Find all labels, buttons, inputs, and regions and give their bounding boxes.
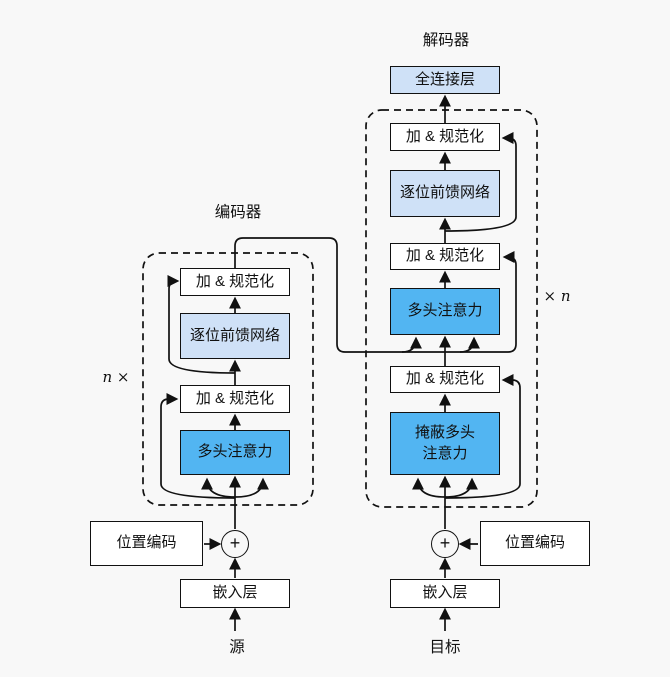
decoder-embedding-box: 嵌入层 bbox=[390, 579, 500, 608]
decoder-repeat-label: × n bbox=[543, 287, 571, 305]
masked-multihead-attention-box: 掩蔽多头 注意力 bbox=[390, 412, 500, 475]
encoder-ffn-residual-connector bbox=[167, 275, 236, 374]
encoder-multihead-attention-box: 多头注意力 bbox=[180, 430, 290, 475]
encoder-addnorm-bottom-box: 加 & 规范化 bbox=[180, 385, 290, 413]
decoder-addnorm-bottom-box: 加 & 规范化 bbox=[390, 366, 500, 393]
decoder-ffn-residual-connector bbox=[444, 132, 517, 232]
fully-connected-layer-box: 全连接层 bbox=[390, 66, 500, 94]
masked-attention-label-line2: 注意力 bbox=[422, 444, 468, 462]
encoder-repeat-label: n × bbox=[102, 368, 130, 386]
decoder-input-left-branch-arrow bbox=[412, 477, 446, 498]
masked-attention-label-line1: 掩蔽多头 bbox=[414, 423, 475, 441]
encoder-input-right-branch-arrow bbox=[234, 477, 269, 498]
encoder-embedding-box: 嵌入层 bbox=[180, 579, 290, 608]
decoder-repeat-dashed-frame bbox=[365, 109, 538, 508]
decoder-addnorm-top-box: 加 & 规范化 bbox=[390, 123, 500, 151]
decoder-positional-encoding-box: 位置编码 bbox=[480, 521, 590, 566]
target-label: 目标 bbox=[429, 639, 461, 656]
encoder-positional-encoding-box: 位置编码 bbox=[90, 521, 203, 566]
decoder-title: 解码器 bbox=[422, 32, 470, 49]
source-label: 源 bbox=[229, 639, 245, 656]
encoder-output-to-decoder-rail bbox=[234, 237, 517, 353]
encoder-attention-residual-connector bbox=[160, 393, 236, 499]
cross-attention-value-arrow bbox=[459, 336, 480, 353]
decoder-input-right-branch-arrow bbox=[444, 477, 478, 498]
decoder-cross-attention-box: 多头注意力 bbox=[390, 288, 500, 335]
cross-attention-key-arrow bbox=[401, 336, 422, 353]
decoder-plus-node: + bbox=[431, 530, 459, 558]
encoder-input-left-branch-arrow bbox=[201, 477, 236, 498]
decoder-addnorm-middle-box: 加 & 规范化 bbox=[390, 243, 500, 270]
encoder-addnorm-top-box: 加 & 规范化 bbox=[180, 268, 290, 296]
decoder-feedforward-box: 逐位前馈网络 bbox=[390, 170, 500, 217]
encoder-title: 编码器 bbox=[214, 204, 262, 221]
masked-attention-residual-connector bbox=[444, 374, 521, 499]
encoder-plus-node: + bbox=[221, 530, 249, 558]
encoder-feedforward-box: 逐位前馈网络 bbox=[180, 313, 290, 359]
